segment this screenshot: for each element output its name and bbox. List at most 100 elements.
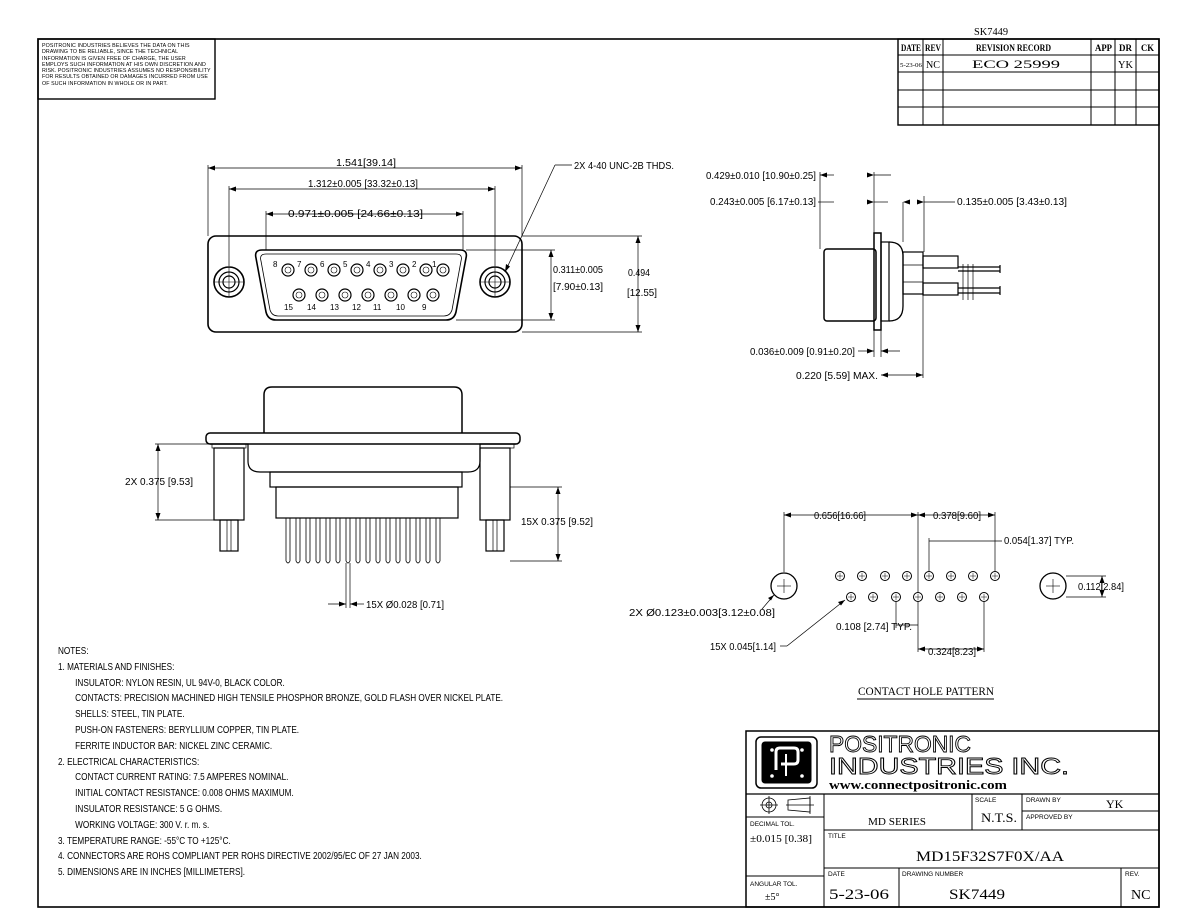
dim-108: 0.108 [2.74] TYP. xyxy=(836,621,912,633)
dim-mount-spacing: 1.312±0.005 [33.32±0.13] xyxy=(308,178,418,190)
bottom-fastener-right xyxy=(479,447,511,521)
dim-045: 15X 0.045[1.14] xyxy=(710,641,776,653)
note-line: 4. CONNECTORS ARE ROHS COMPLIANT PER ROH… xyxy=(58,850,422,863)
dim-shell-height-mm: [7.90±0.13] xyxy=(553,281,603,293)
contact-number: 9 xyxy=(422,303,427,312)
company-name-line1: POSITRONIC xyxy=(829,731,971,757)
bottom-contact-pins xyxy=(285,518,441,564)
rev-header-app: APP xyxy=(1095,44,1112,54)
drawing-number-label: DRAWING NUMBER xyxy=(902,871,963,878)
notes-block: NOTES: 1. MATERIALS AND FINISHES: INSULA… xyxy=(58,644,526,881)
scale-label: SCALE xyxy=(975,797,997,804)
bottom-dim-labels: 2X 0.375 [9.53] 15X 0.375 [9.52] 15X Ø0.… xyxy=(125,476,593,611)
contact-number: 6 xyxy=(320,260,325,269)
note-line: WORKING VOLTAGE: 300 V. r. m. s. xyxy=(75,818,210,831)
contact-number: 10 xyxy=(396,303,405,312)
contact-number: 7 xyxy=(297,260,302,269)
title-block-text: POSITRONIC INDUSTRIES INC. www.connectpo… xyxy=(750,731,1150,903)
company-website: www.connectpositronic.com xyxy=(829,777,1007,792)
decimal-tol-label: DECIMAL TOL. xyxy=(750,821,795,828)
front-flange xyxy=(207,235,523,333)
dim-side-d: 0.036±0.009 [0.91±0.20] xyxy=(750,346,855,358)
note-line: INSULATOR: NYLON RESIN, UL 94V-0, BLACK … xyxy=(75,676,285,689)
front-contact-numbers: 8 7 6 5 4 3 2 1 15 14 13 12 11 10 9 xyxy=(273,260,437,312)
dim-054: 0.054[1.37] TYP. xyxy=(1004,535,1074,547)
bottom-shell-top xyxy=(263,386,463,433)
angular-tol-label: ANGULAR TOL. xyxy=(750,881,798,888)
contact-number: 5 xyxy=(343,260,348,269)
dim-side-b: 0.243±0.005 [6.17±0.13] xyxy=(710,196,816,208)
company-name-line2: INDUSTRIES INC. xyxy=(829,753,1069,779)
company-logo xyxy=(755,736,818,789)
rev-row-record: ECO 25999 xyxy=(972,57,1060,71)
drawn-by-label: DRAWN BY xyxy=(1026,797,1061,804)
front-view xyxy=(207,164,642,333)
rev-value: NC xyxy=(1131,888,1150,903)
decimal-tol-value: ±0.015 [0.38] xyxy=(750,834,812,845)
dim-contact-length: 15X 0.375 [9.52] xyxy=(521,516,593,528)
title-value: MD15F32S7F0X/AA xyxy=(916,849,1064,865)
hole-mount-left xyxy=(770,572,798,600)
front-shell-outer xyxy=(254,249,468,321)
rev-header-ck: CK xyxy=(1141,44,1155,54)
rev-header-rev: REV xyxy=(925,44,941,54)
rev-header-date: DATE xyxy=(901,44,921,54)
dim-324: 0.324[8.23] xyxy=(928,646,976,658)
contact-number: 4 xyxy=(366,260,371,269)
disclaimer-box xyxy=(37,38,216,100)
hole-pattern-labels: 0.656[16.66] 0.378[9.60] 0.054[1.37] TYP… xyxy=(629,510,1124,698)
dim-side-e: 0.220 [5.59] MAX. xyxy=(796,370,878,382)
dim-fastener-length: 2X 0.375 [9.53] xyxy=(125,476,193,488)
note-line: CONTACT CURRENT RATING: 7.5 AMPERES NOMI… xyxy=(75,771,289,784)
contact-number: 11 xyxy=(373,303,382,312)
rev-label: REV. xyxy=(1125,871,1140,878)
note-line: PUSH-ON FASTENERS: BERYLLIUM COPPER, TIN… xyxy=(75,723,300,736)
dim-threads: 2X 4-40 UNC-2B THDS. xyxy=(574,160,674,172)
series-label: MD SERIES xyxy=(868,816,926,828)
drawing-number-value: SK7449 xyxy=(949,887,1005,903)
dim-656: 0.656[16.66] xyxy=(814,510,866,522)
hole-pattern xyxy=(761,512,1106,652)
front-dim-lines xyxy=(207,164,642,333)
note-line: CONTACTS: PRECISION MACHINED HIGH TENSIL… xyxy=(75,692,504,705)
side-body xyxy=(823,248,877,322)
notes-heading: NOTES: xyxy=(58,645,89,657)
contact-number: 12 xyxy=(352,303,361,312)
dim-mount-hole: 2X Ø0.123±0.003[3.12±0.08] xyxy=(629,607,775,619)
scale-value: N.T.S. xyxy=(981,810,1017,825)
top-drawing-number: SK7449 xyxy=(974,26,1008,38)
contact-number: 8 xyxy=(273,260,278,269)
dim-shell-width: 0.971±0.005 [24.66±0.13] xyxy=(288,208,423,220)
note-line: SHELLS: STEEL, TIN PLATE. xyxy=(75,708,185,721)
hole-mount-right xyxy=(1039,572,1067,600)
note-line: 3. TEMPERATURE RANGE: -55°C TO +125°C. xyxy=(58,834,231,847)
front-contacts-row1 xyxy=(281,263,450,277)
front-contacts-row2 xyxy=(292,288,440,302)
note-line: 5. DIMENSIONS ARE IN INCHES [MILLIMETERS… xyxy=(58,866,246,879)
bottom-fastener-left xyxy=(213,447,245,521)
disclaimer-text: POSITRONIC INDUSTRIES BELIEVES THE DATA … xyxy=(42,43,211,87)
contact-number: 2 xyxy=(412,260,417,269)
note-line: 2. ELECTRICAL CHARACTERISTICS: xyxy=(58,755,200,768)
approved-by-label: APPROVED BY xyxy=(1026,814,1073,821)
date-label: DATE xyxy=(828,871,846,878)
drawn-by-value: YK xyxy=(1106,797,1124,811)
contact-number: 3 xyxy=(389,260,394,269)
revision-headers: DATE REV REVISION RECORD APP DR CK xyxy=(901,44,1155,54)
side-flange xyxy=(873,232,882,331)
date-value: 5-23-06 xyxy=(829,887,890,903)
dim-flange-height-in: 0.494 xyxy=(628,267,650,279)
revision-table xyxy=(897,38,1160,126)
side-dim-labels: 0.429±0.010 [10.90±0.25] 0.243±0.005 [6.… xyxy=(706,170,1067,382)
dim-shell-height-in: 0.311±0.005 xyxy=(553,264,603,276)
dim-overall: 1.541[39.14] xyxy=(336,157,396,169)
rev-row-date: 5-23-06 xyxy=(900,62,923,69)
contact-number: 13 xyxy=(330,303,339,312)
bottom-view xyxy=(155,386,562,608)
note-line: 1. MATERIALS AND FINISHES: xyxy=(58,660,175,673)
dim-side-a: 0.429±0.010 [10.90±0.25] xyxy=(706,170,816,182)
title-block xyxy=(745,730,1160,908)
hole-row2 xyxy=(846,592,989,602)
note-line: FERRITE INDUCTOR BAR: NICKEL ZINC CERAMI… xyxy=(75,739,273,752)
